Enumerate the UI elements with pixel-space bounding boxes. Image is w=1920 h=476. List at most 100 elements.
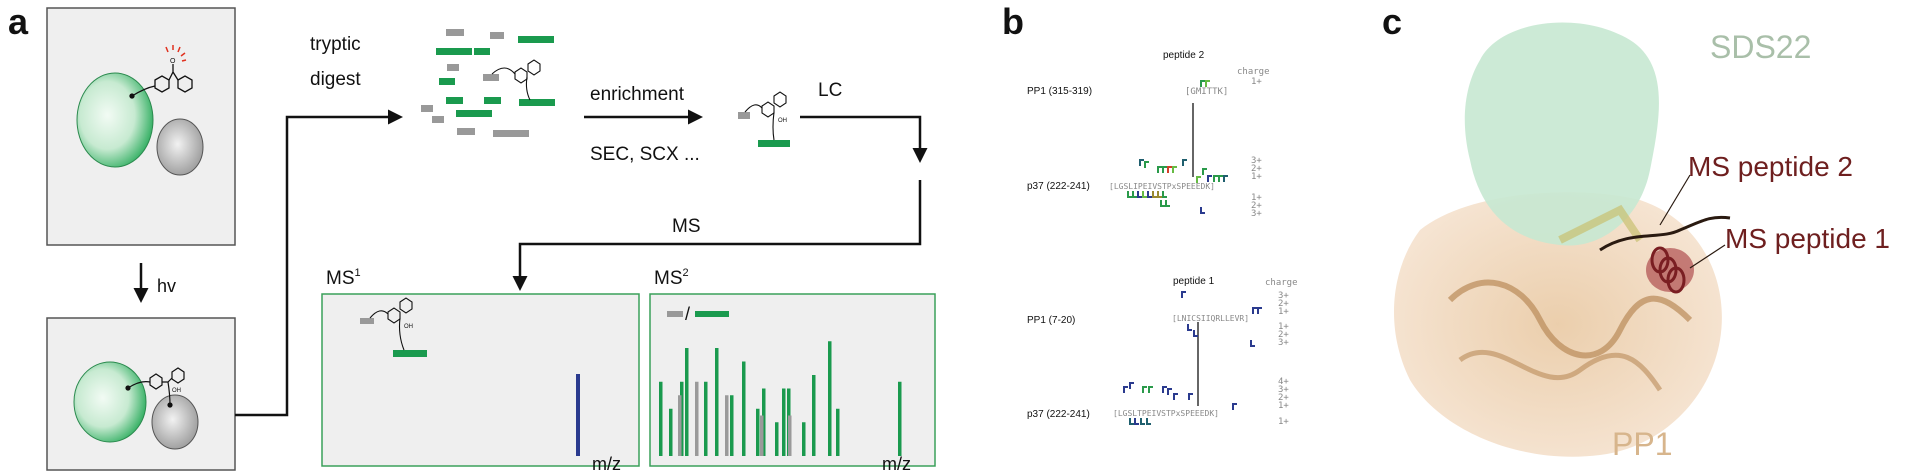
- pp1-surface: [1393, 192, 1722, 457]
- ms2-spectrum: /: [649, 293, 936, 467]
- fragment-ion-marker: [1147, 196, 1152, 198]
- fragment-ion-marker: [1132, 196, 1137, 198]
- lc-label: LC: [818, 80, 842, 101]
- svg-text:2+: 2+: [1278, 330, 1289, 340]
- benzophenone-icon: [129, 64, 193, 99]
- svg-text:3+: 3+: [1251, 209, 1262, 219]
- fragment-ion-marker: [1188, 393, 1190, 400]
- fragment-ion-marker: [1165, 205, 1170, 207]
- svg-text:1+: 1+: [1278, 401, 1289, 411]
- fragment-ion-marker: [1139, 159, 1141, 166]
- ms2-title: MS2: [654, 267, 689, 289]
- svg-text:4+: 4+: [1278, 377, 1289, 387]
- oxygen-label: O: [170, 58, 176, 65]
- svg-text:OH: OH: [404, 324, 413, 330]
- fragment-ion-marker: [1218, 175, 1223, 177]
- fragment-ion-marker: [1173, 393, 1175, 400]
- charge-header: charge: [1237, 67, 1270, 77]
- fragment-ion-marker: [1162, 166, 1164, 173]
- digest-label: digest: [310, 69, 361, 90]
- ms2-peak: [760, 415, 764, 456]
- ms2-peak: [812, 375, 816, 456]
- fragment-ion-marker: [1232, 403, 1234, 410]
- enrichment-methods-label: SEC, SCX ...: [590, 144, 700, 165]
- protein-structure: [1393, 22, 1731, 457]
- fragment-ion-marker: [1200, 207, 1202, 214]
- fragment-ion-marker: [1200, 212, 1205, 214]
- ms2-peak: [898, 381, 902, 456]
- fragment-ion-marker: [1250, 340, 1252, 347]
- fragment-ion-marker: [1173, 393, 1178, 395]
- fragment-ion-marker: [1134, 418, 1136, 425]
- fragment-ion-marker: [1152, 196, 1157, 198]
- fragment-ion-marker: [1148, 386, 1150, 393]
- hv-label: hv: [157, 276, 176, 296]
- ms2-peak: [678, 395, 682, 456]
- fragment-ion-marker: [1202, 168, 1207, 170]
- svg-text:3+: 3+: [1278, 291, 1289, 301]
- svg-text:3+: 3+: [1251, 156, 1262, 166]
- fragment-ion-marker: [1134, 423, 1139, 425]
- fragment-ion-marker: [1146, 418, 1148, 425]
- fragment-ion-marker: [1137, 196, 1142, 198]
- fragment-ion-marker: [1182, 159, 1187, 161]
- svg-text:1+: 1+: [1251, 193, 1262, 203]
- ms2-peak: [782, 388, 786, 456]
- fragment-ion-marker: [1232, 403, 1237, 405]
- svg-text:1+: 1+: [1278, 417, 1289, 427]
- fragment-ion-marker: [1181, 291, 1186, 293]
- ms2-peak: [788, 415, 792, 456]
- fragment-ion-marker: [1127, 196, 1132, 198]
- fragment-ion-marker: [1182, 159, 1184, 166]
- fragment-ion-marker: [1127, 191, 1129, 198]
- fragment-ion-marker: [1167, 388, 1172, 390]
- ms2-peak: [802, 422, 806, 456]
- fragment-ion-marker: [1250, 345, 1255, 347]
- ms-label: MS: [672, 216, 701, 237]
- peptide1-crosslink-map: peptide 1 charge PP1 (7-20) [LNICSIIQRLL…: [1027, 276, 1298, 427]
- ms2-peak: [659, 381, 663, 456]
- fragment-ion-marker: [1207, 175, 1212, 177]
- lc-arrow: [800, 115, 928, 163]
- fragment-ion-marker: [1142, 191, 1144, 198]
- fragment-ion-marker: [1188, 393, 1193, 395]
- p37-name: p37 (222-241): [1027, 409, 1090, 420]
- peptide2-crosslink-map: peptide 2 charge PP1 (315-319) [GMITTK] …: [1027, 50, 1270, 219]
- fragment-ion-marker: [1172, 166, 1177, 168]
- svg-text:1+: 1+: [1251, 172, 1262, 182]
- panel-label-a: a: [8, 1, 29, 42]
- fragment-ion-marker: [1193, 335, 1198, 337]
- fragment-ion-marker: [1202, 168, 1204, 175]
- fragment-ion-marker: [1129, 382, 1131, 389]
- peptide1-title: peptide 1: [1173, 276, 1215, 287]
- fragment-ion-marker: [1129, 382, 1134, 384]
- fragment-ion-marker: [1140, 423, 1145, 425]
- fragment-ion-marker: [1223, 175, 1228, 177]
- fragment-ion-marker: [1162, 386, 1164, 393]
- fragment-ion-marker: [1223, 175, 1225, 182]
- fragment-ion-marker: [1160, 205, 1165, 207]
- ms1-spectrum: OH: [321, 293, 640, 467]
- fragment-ion-marker: [1252, 307, 1254, 314]
- fragment-ion-marker: [1252, 307, 1257, 309]
- ms2-xlabel: m/z: [882, 454, 911, 474]
- digest-arrow: [235, 109, 403, 417]
- fragment-ion-marker: [1167, 388, 1169, 395]
- fragment-ion-marker: [1162, 166, 1167, 168]
- fragment-ion-marker: [1144, 161, 1146, 168]
- panel-label-b: b: [1002, 1, 1024, 42]
- complex-after-crosslink: OH: [46, 317, 236, 471]
- fragment-ion-marker: [1157, 166, 1159, 173]
- svg-text:charge: charge: [1265, 278, 1298, 288]
- fragment-ion-marker: [1172, 166, 1174, 173]
- pp1-sequence: [LNICSIIQRLLEVR]: [1172, 314, 1249, 323]
- ms-peptide-2-label: MS peptide 2: [1688, 151, 1853, 182]
- ms2-peak: [775, 422, 779, 456]
- ms-peptide-1-label: MS peptide 1: [1725, 223, 1890, 254]
- fragment-ion-marker: [1139, 159, 1144, 161]
- ms1-peak: [576, 374, 580, 456]
- sds22-label: SDS22: [1710, 29, 1811, 65]
- fragment-ion-marker: [1140, 418, 1142, 425]
- svg-text:1+: 1+: [1278, 307, 1289, 317]
